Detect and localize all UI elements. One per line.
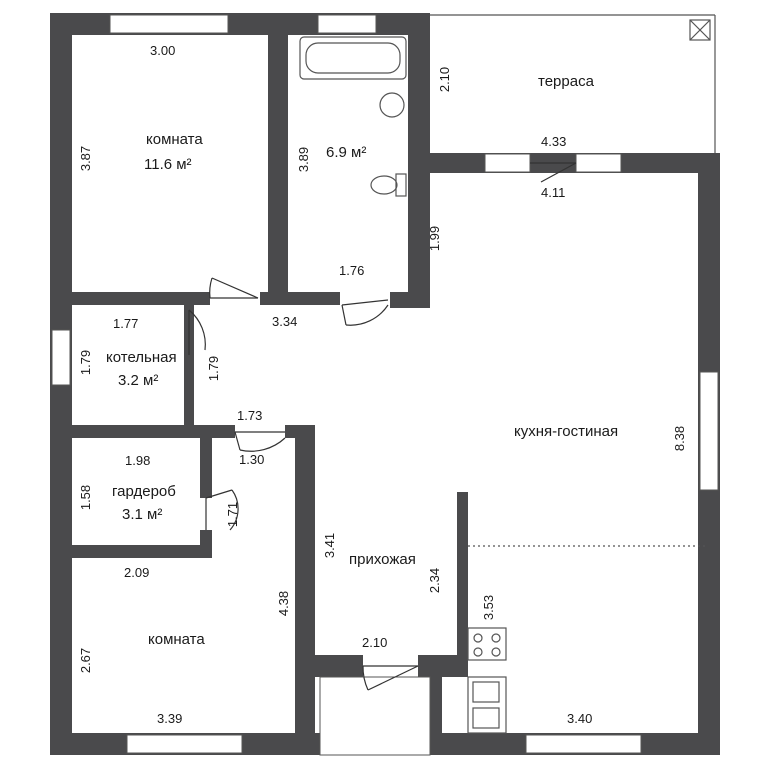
window-terrace-b <box>575 153 622 173</box>
dim-kitchen-height: 8.38 <box>672 425 688 452</box>
sink-icon <box>379 92 405 118</box>
wall-bath-right <box>408 13 430 308</box>
doors <box>188 162 577 691</box>
dim-kitchen-bottom: 3.40 <box>567 711 593 726</box>
vent-icon <box>689 19 711 41</box>
kitchen-name: кухня-гостиная <box>514 423 619 440</box>
dim-wardrobe-height: 1.58 <box>78 484 94 511</box>
dim-room2-width: 3.39 <box>157 711 183 726</box>
bathtub-icon <box>299 36 407 80</box>
window-bath <box>317 14 377 34</box>
dim-terrace-width: 4.33 <box>541 134 567 149</box>
window-kitchen-bottom <box>525 734 642 754</box>
wall-bath-bottom <box>390 292 430 308</box>
wall-hall-bottom-a <box>295 655 363 677</box>
windows <box>51 14 719 756</box>
wall-hall-right <box>457 492 468 677</box>
dim-room2-top: 2.09 <box>124 565 150 580</box>
dim-corridor-width: 3.34 <box>272 314 298 329</box>
room1-name: комната <box>146 131 203 148</box>
dim-hall-width: 2.10 <box>362 635 388 650</box>
window-kitchen-right <box>699 371 719 491</box>
porch-opening <box>319 676 431 756</box>
boiler-area: 3.2 м² <box>118 372 159 389</box>
dim-boiler-width: 1.77 <box>113 316 139 331</box>
dim-bath-height: 3.89 <box>296 146 312 173</box>
terrace-name: терраса <box>538 73 594 90</box>
dim-room2-height: 2.67 <box>78 647 94 674</box>
wall-wardrobe-right <box>200 438 212 498</box>
dim-corridor-w3: 1.30 <box>239 452 265 467</box>
room2-name: комната <box>148 631 205 648</box>
wall-room1-bottom-a <box>50 292 210 305</box>
toilet-icon <box>395 173 407 197</box>
room1-area: 11.6 м² <box>144 156 192 173</box>
dim-hall-height2: 2.34 <box>427 567 443 594</box>
dim-wardrobe-door: 1.71 <box>225 501 241 528</box>
window-room1 <box>109 14 229 34</box>
wall-boiler-right <box>184 305 194 430</box>
hall-name: прихожая <box>349 551 416 568</box>
wall-room1-right <box>268 35 288 305</box>
wall-boiler-bottom <box>50 425 235 438</box>
stove-icon <box>467 627 507 661</box>
wall-wardrobe-bottom <box>50 545 212 558</box>
dim-room1-height: 3.87 <box>78 145 94 172</box>
dim-kitchen-stove: 3.53 <box>481 594 497 621</box>
wardrobe-area: 3.1 м² <box>122 506 163 523</box>
dim-kitchen-small: 1.99 <box>427 225 443 252</box>
bath-area: 6.9 м² <box>326 144 367 161</box>
dim-boiler-height: 1.79 <box>78 349 94 376</box>
dim-boiler-door: 1.79 <box>206 355 222 382</box>
wall-porch-right <box>430 660 442 755</box>
dim-kitchen-top: 4.11 <box>541 185 566 200</box>
fixtures <box>299 14 716 734</box>
kitchen-sink-icon <box>467 676 507 734</box>
wardrobe-name: гардероб <box>112 483 176 500</box>
dim-room2-right: 4.38 <box>276 590 292 617</box>
window-terrace-a <box>484 153 531 173</box>
window-boiler <box>51 329 71 386</box>
dim-bath-width: 1.76 <box>339 263 365 278</box>
wall-room2-right <box>295 425 315 755</box>
dim-corridor-w2: 1.73 <box>237 408 263 423</box>
dim-wardrobe-width: 1.98 <box>125 453 151 468</box>
boiler-name: котельная <box>106 349 177 366</box>
window-room2 <box>126 734 243 754</box>
wall-room1-bottom-b <box>260 292 340 305</box>
dim-hall-height: 3.41 <box>322 532 338 559</box>
dim-room1-width: 3.00 <box>150 43 176 58</box>
dim-terrace-height: 2.10 <box>437 66 453 93</box>
